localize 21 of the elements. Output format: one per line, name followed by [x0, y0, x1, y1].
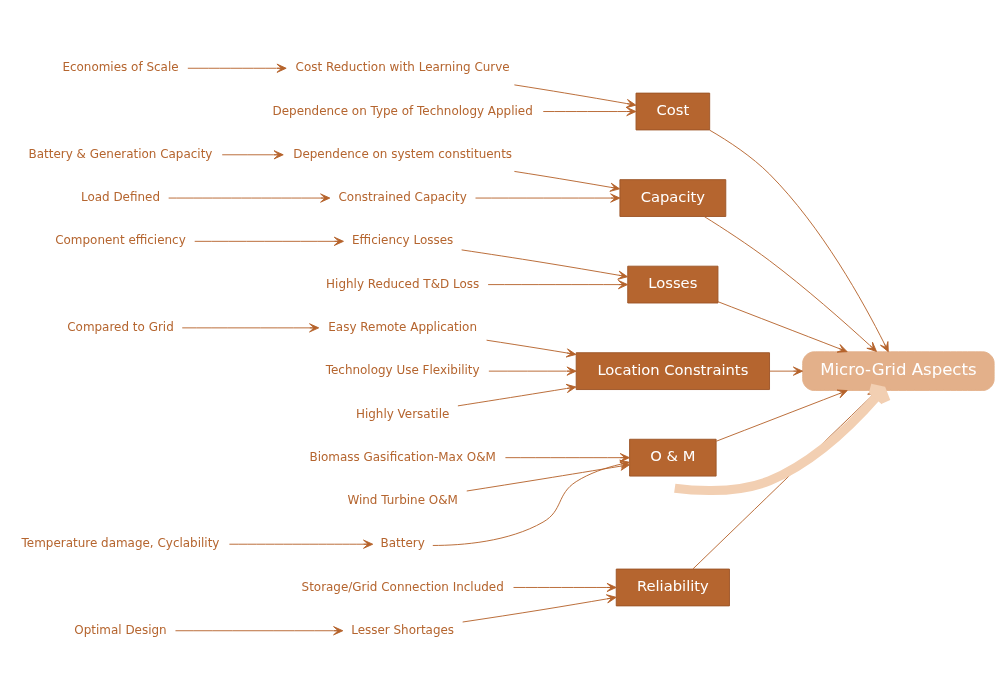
node-text: Load Defined	[80, 189, 161, 204]
node-text: Highly Reduced T&D Loss	[326, 276, 480, 291]
node-text: Temperature damage, Cyclability	[21, 535, 220, 550]
node-text: Component efficiency	[55, 232, 186, 247]
node-text: Economies of Scale	[62, 59, 179, 74]
node-text: Constrained Capacity	[338, 189, 467, 204]
node-text: Wind Turbine O&M	[347, 492, 458, 507]
node-text: Efficiency Losses	[352, 232, 454, 247]
node-text: Dependence on Type of Technology Applied	[272, 103, 533, 118]
node-text: Cost Reduction with Learning Curve	[295, 59, 510, 74]
node-text: Dependence on system constituents	[293, 146, 513, 161]
node-text: Battery & Generation Capacity	[28, 146, 213, 161]
node-text: Technology Use Flexibility	[325, 362, 480, 377]
node-text: Optimal Design	[74, 622, 167, 637]
node-text: Highly Versatile	[355, 406, 450, 421]
node-text: Storage/Grid Connection Included	[301, 579, 504, 594]
node-text: Battery	[380, 535, 425, 550]
node-text: Lesser Shortages	[351, 622, 455, 637]
node-text: Easy Remote Application	[328, 319, 477, 334]
node-text: Biomass Gasification-Max O&M	[309, 449, 496, 464]
node-text: Compared to Grid	[67, 319, 174, 334]
